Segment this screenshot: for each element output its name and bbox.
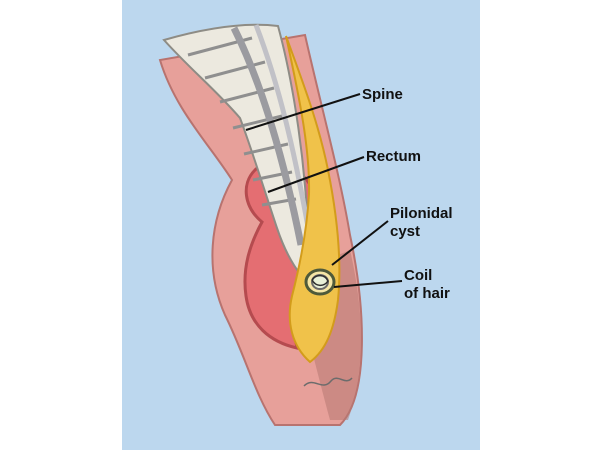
vertebra-line: [232, 114, 283, 130]
pilonidal-cyst-label-line-2: cyst: [390, 223, 421, 240]
pilonidal-cyst-label-line-1: Pilonidal: [390, 205, 453, 222]
vertebra-line: [204, 60, 266, 80]
rectum-label-text: Rectum: [366, 148, 422, 165]
illustrator-signature: [303, 377, 353, 387]
cyst-leader-line: [331, 220, 389, 266]
spine-label: Spine: [362, 86, 403, 104]
vertebra-line: [219, 86, 275, 104]
coil-leader-line: [333, 280, 403, 288]
pilonidal-cyst-icon: [304, 268, 336, 296]
spinal-canal: [253, 24, 315, 251]
coil-of-hair-label-line-1: Coil: [404, 267, 433, 284]
spine-label-text: Spine: [362, 86, 403, 103]
coil-of-hair-label: Coil of hair: [404, 267, 450, 303]
rectum-leader-line: [267, 156, 365, 193]
pilonidal-cyst-label: Pilonidal cyst: [390, 205, 453, 241]
rectum-label: Rectum: [366, 148, 421, 166]
spine-leader-line: [245, 93, 361, 131]
spinal-canal: [230, 26, 305, 246]
coil-of-hair-label-line-2: of hair: [404, 285, 450, 302]
